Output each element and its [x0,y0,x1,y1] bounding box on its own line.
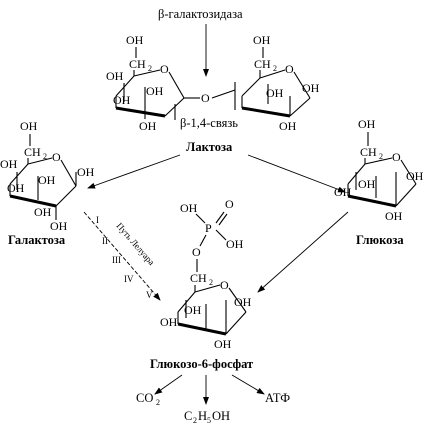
svg-text:2: 2 [273,64,277,73]
svg-text:2: 2 [193,416,197,425]
step-2: II [102,236,108,246]
arrow-glucose-to-g6p [257,211,349,293]
arrow-to-galactose [87,154,181,189]
leloir-arrow [83,211,161,301]
bond-label: β-1,4-связь [180,116,238,130]
svg-text:O: O [52,150,61,164]
svg-text:2: 2 [43,152,47,161]
svg-text:OH: OH [302,81,320,95]
svg-text:OH: OH [50,219,68,233]
atp-product: АТФ [265,391,290,405]
svg-text:OH: OH [234,295,252,309]
svg-text:CH: CH [24,145,41,159]
svg-text:2: 2 [148,64,152,73]
svg-text:OH: OH [266,86,284,100]
galactose-structure: OH CH 2 O OH OH OH OH OH OH [0,119,95,233]
svg-text:C: C [184,409,192,423]
step-4: IV [124,274,134,284]
svg-text:OH: OH [38,173,56,187]
svg-text:CH: CH [129,57,146,71]
g6p-label: Глюкозо-6-фосфат [150,357,253,371]
svg-text:5: 5 [207,416,211,425]
svg-text:OH: OH [212,409,230,423]
lactose-label: Лактоза [186,140,233,154]
svg-text:OH: OH [214,337,232,351]
svg-text:2: 2 [156,398,160,407]
svg-text:2: 2 [379,152,383,161]
svg-text:O: O [285,62,294,76]
svg-text:OH: OH [160,315,178,329]
svg-text:H: H [198,409,207,423]
svg-text:OH: OH [113,93,131,107]
lactose-structure: OH CH 2 O OH OH OH OH O β-1,4-связь OH C… [106,33,320,133]
svg-text:OH: OH [34,205,52,219]
glucose-label: Глюкоза [356,233,404,247]
svg-text:OH: OH [77,165,95,179]
svg-text:OH: OH [385,209,403,223]
svg-text:O: O [225,197,234,211]
svg-text:CH: CH [190,271,207,285]
co2-product: CO 2 [136,391,160,407]
arrow-to-atp [231,374,265,395]
svg-text:OH: OH [358,177,376,191]
g6p-structure: OH O P OH O CH 2 O OH OH OH OH [160,197,252,351]
svg-text:OH: OH [7,181,25,195]
svg-text:O: O [220,278,229,292]
svg-text:O: O [192,245,201,259]
enzyme-label: β-галактозидаза [158,7,243,21]
glucose-structure: OH CH 2 O OH OH OH OH [334,117,424,223]
svg-text:CO: CO [136,391,153,405]
svg-text:OH: OH [106,69,124,83]
arrow-to-co2 [154,374,183,395]
ethanol-product: C 2 H 5 OH [184,409,230,425]
svg-text:P: P [205,221,212,235]
svg-text:OH: OH [253,33,271,47]
svg-text:OH: OH [20,119,38,133]
svg-text:OH: OH [180,201,198,215]
svg-text:CH: CH [254,57,271,71]
svg-text:OH: OH [334,185,352,199]
step-3: III [112,255,121,265]
svg-text:OH: OH [406,169,424,183]
arrow-to-glucose [247,154,346,193]
svg-text:O: O [392,150,401,164]
svg-text:OH: OH [184,303,202,317]
svg-text:2: 2 [209,278,213,287]
svg-text:OH: OH [226,237,244,251]
svg-text:O: O [201,91,210,105]
svg-text:OH: OH [146,84,164,98]
galactose-label: Галактоза [8,233,66,247]
svg-text:OH: OH [0,157,18,171]
svg-text:OH: OH [139,119,157,133]
svg-text:OH: OH [279,119,297,133]
svg-text:OH: OH [126,33,144,47]
step-1: I [96,215,99,225]
svg-text:O: O [160,62,169,76]
svg-text:OH: OH [358,117,376,131]
step-5: V [146,290,153,300]
svg-text:CH: CH [360,145,377,159]
